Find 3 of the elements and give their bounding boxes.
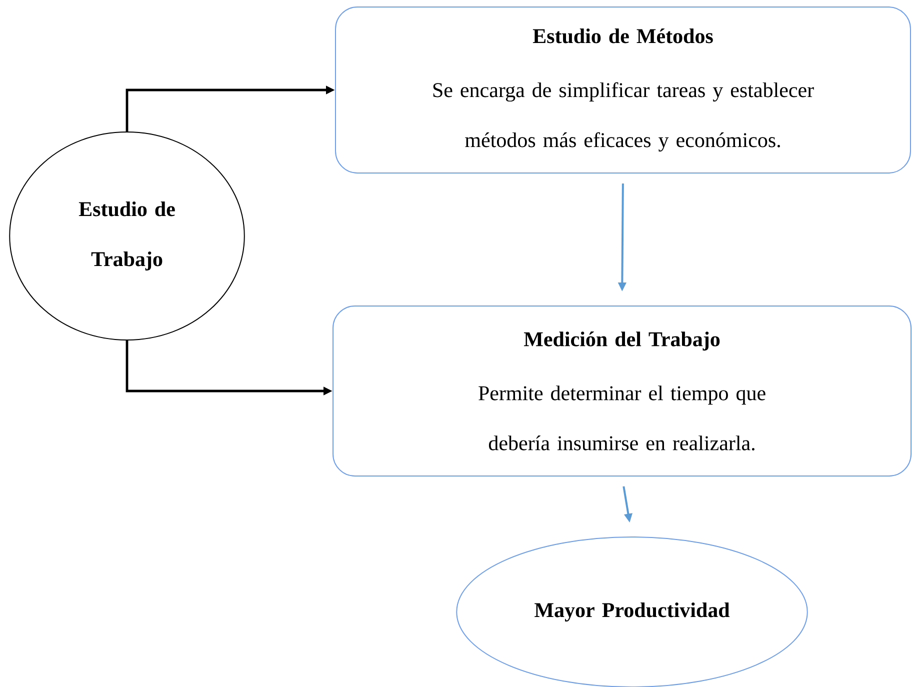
process-box: Medición del Trabajo Permite determinar el tiempo que debería insumirse en realizarla.: [332, 306, 912, 476]
process-box: Estudio de Métodos Se encarga de simplificar tareas y establecer métodos más eficaces y económicos.: [335, 6, 911, 174]
circle-node: Estudio de Trabajo: [9, 132, 245, 340]
